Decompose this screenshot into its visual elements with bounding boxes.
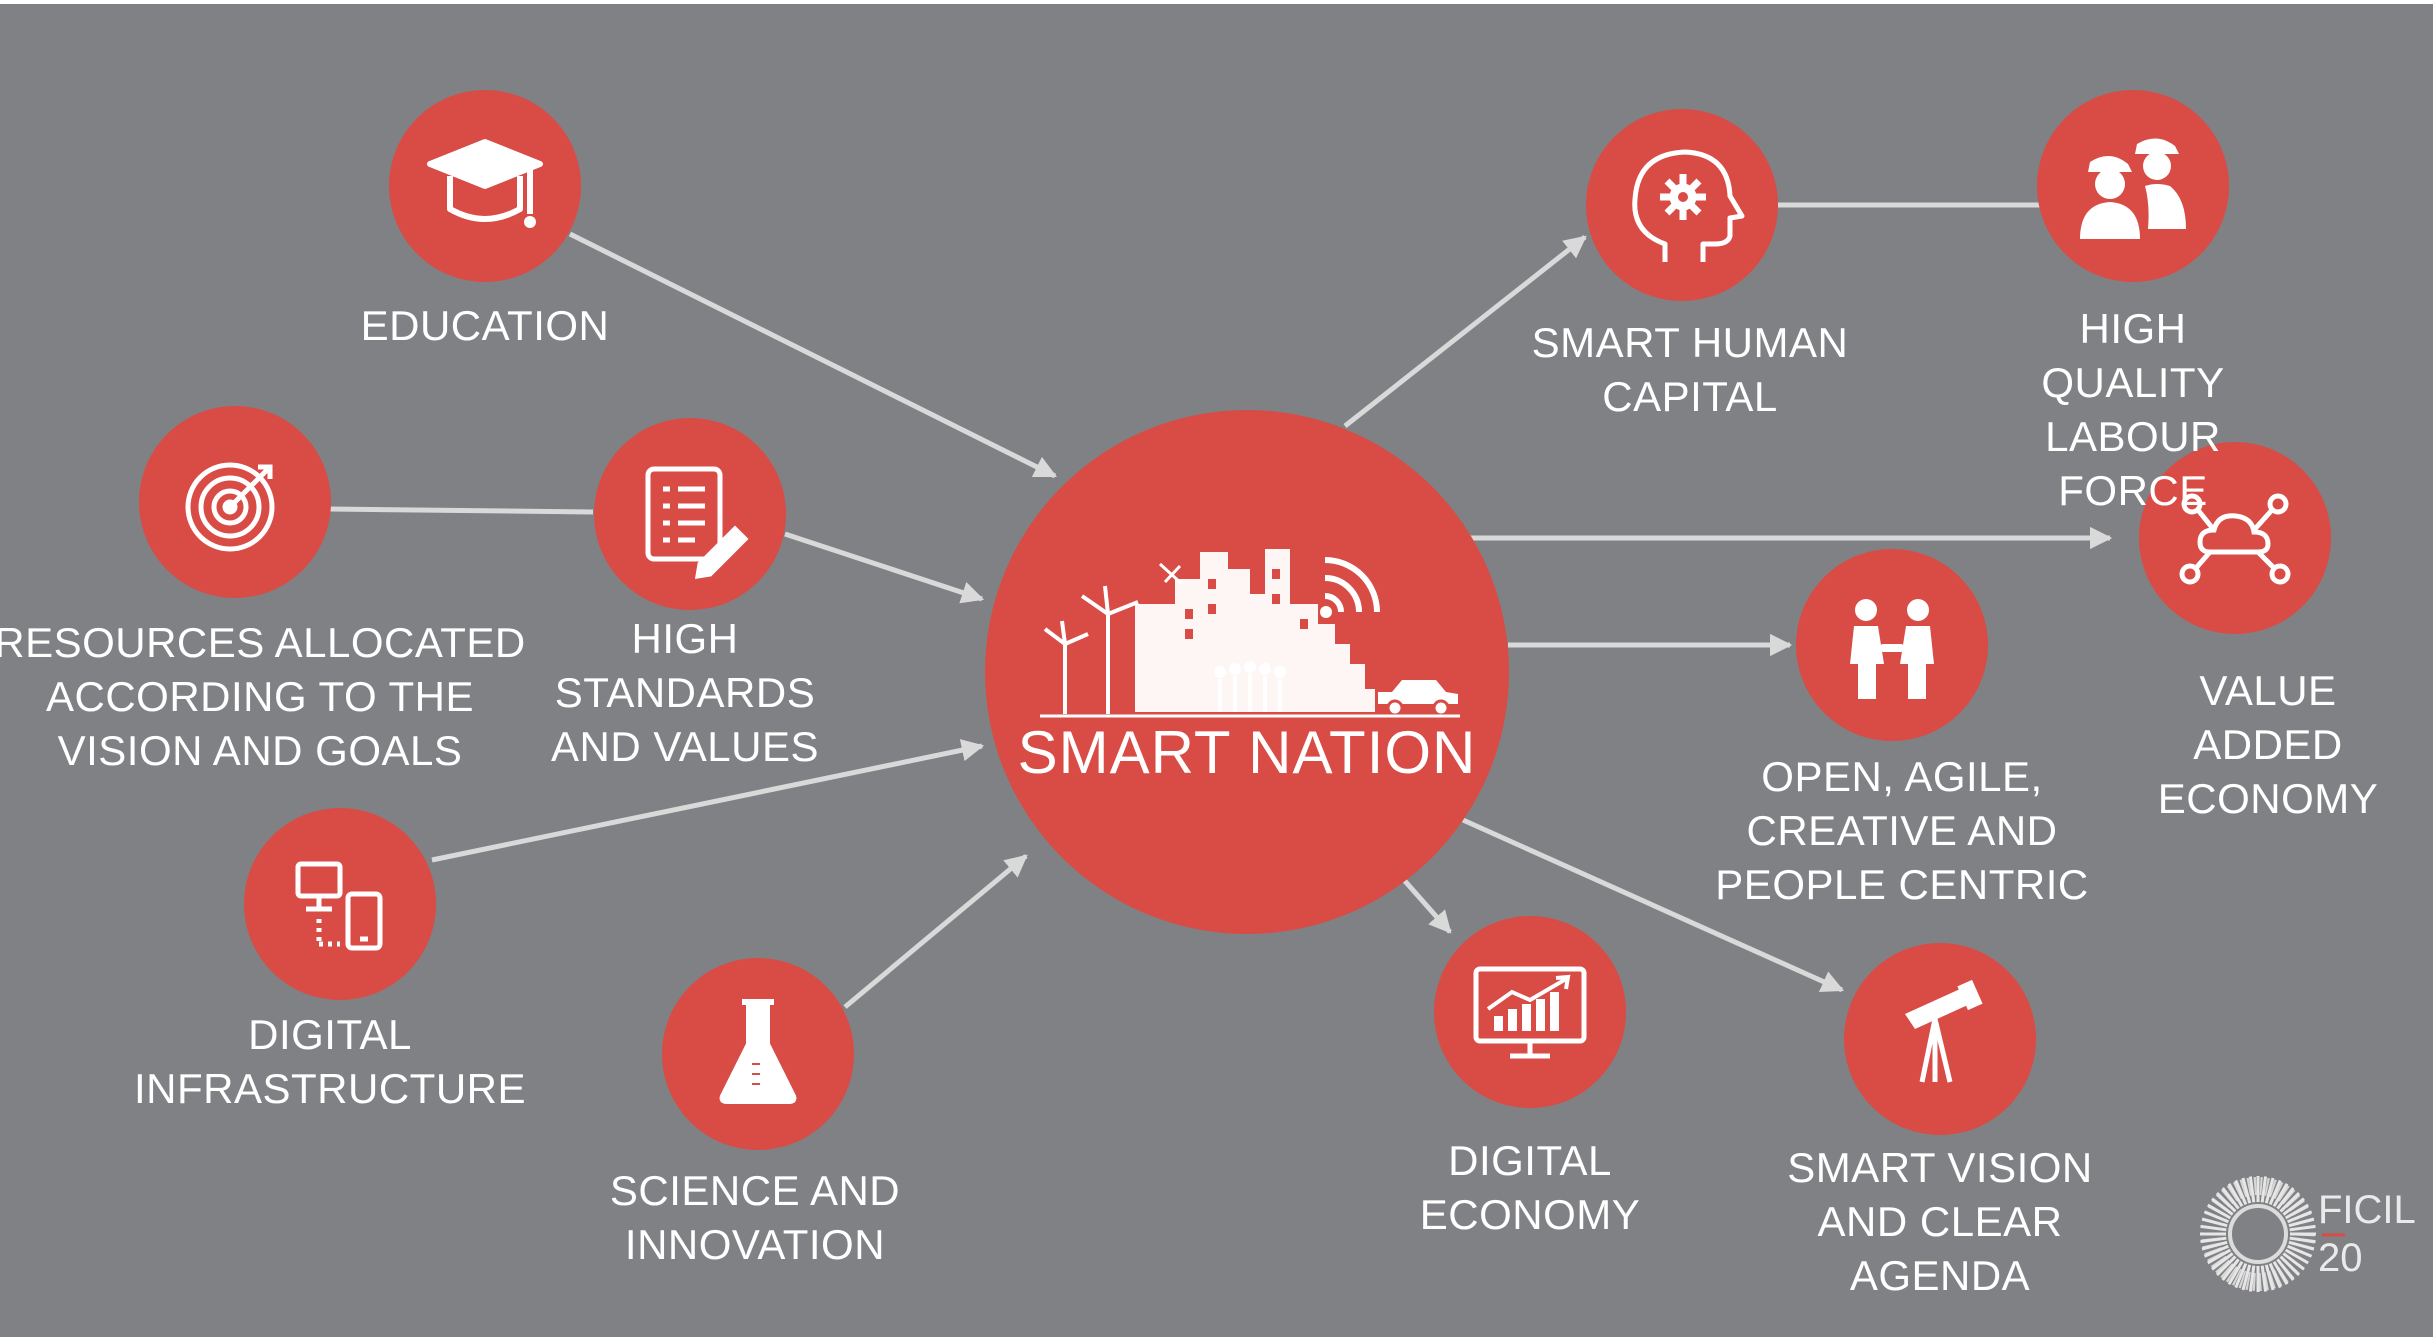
telescope-icon [1905, 979, 1983, 1083]
logo-ray [2241, 1264, 2252, 1291]
logo-ray [2268, 1263, 2282, 1289]
ficil-logo-mark [2200, 1176, 2345, 1292]
node-digital-economy [1434, 916, 1626, 1108]
logo-ray [2272, 1183, 2289, 1208]
label-science: SCIENCE AND INNOVATION [609, 1167, 901, 1268]
center-title: SMART NATION [1017, 719, 1477, 786]
node-open-agile [1796, 549, 1988, 741]
city-skyline-icon [1040, 549, 1460, 718]
node-science [662, 958, 854, 1150]
connector-digital-infrastructure [431, 739, 985, 863]
logo-ray [2260, 1265, 2268, 1292]
connector-science [843, 854, 1028, 1009]
logo-ray [2272, 1260, 2289, 1285]
logo-ray [2248, 1176, 2256, 1203]
logo-ray [2241, 1177, 2252, 1204]
checklist-icon [645, 466, 749, 580]
connector-digital-economy [1402, 878, 1452, 934]
logo-ray [2234, 1179, 2248, 1205]
connector-education [568, 231, 1058, 479]
logo-ray [2284, 1203, 2309, 1220]
logo-ray [2227, 1260, 2244, 1285]
logo-ray [2264, 1177, 2275, 1204]
logo-ray [2234, 1263, 2248, 1289]
node-standards [594, 418, 786, 610]
logo-ray [2215, 1191, 2237, 1213]
node-resources [139, 406, 331, 598]
label-digital-infrastructure: DIGITAL INFRASTRUCTURE [134, 1011, 526, 1112]
logo-ray [2276, 1187, 2295, 1210]
target-icon [185, 462, 275, 552]
label-resources: RESOURCES ALLOCATED ACCORDING TO THE VIS… [0, 619, 526, 774]
label-human-capital: SMART HUMAN CAPITAL [1531, 319, 1849, 420]
logo-ray [2221, 1258, 2240, 1281]
label-digital-economy: DIGITAL ECONOMY [1419, 1137, 1641, 1238]
logo-ray [2207, 1248, 2232, 1265]
logo-text-line2: 20 [2318, 1236, 2363, 1280]
label-open-agile: OPEN, AGILE, CREATIVE AND PEOPLE CENTRIC [1715, 753, 2089, 908]
logo-text-line1: FICIL [2318, 1188, 2416, 1232]
node-education [389, 90, 581, 282]
head-gear-icon [1632, 149, 1745, 262]
node-smart-vision [1844, 943, 2036, 1135]
node-value-added [2139, 442, 2331, 634]
connector-human-capital [1343, 235, 1587, 428]
cloud-network-icon [2179, 493, 2291, 585]
flask-icon [719, 999, 797, 1104]
graduation-cap-icon [427, 139, 543, 228]
workers-icon [2080, 138, 2186, 239]
logo-ray [2227, 1183, 2244, 1208]
handshake-people-icon [1850, 599, 1934, 699]
connector-resources-standards [329, 506, 594, 515]
logo-ray [2248, 1265, 2256, 1292]
devices-network-icon [295, 861, 383, 951]
connector-smart-vision [1461, 817, 1845, 993]
diagram-canvas: EDUCATION RESOURCES ALLOCATED ACCORDING … [0, 4, 2433, 1337]
diagram-svg [139, 90, 2345, 1292]
node-labour-force [2037, 90, 2229, 282]
label-smart-vision: SMART VISION AND CLEAR AGENDA [1787, 1144, 2093, 1299]
logo-ray [2260, 1176, 2268, 1203]
label-education: EDUCATION [360, 302, 610, 349]
logo-ray [2221, 1187, 2240, 1210]
logo-ray [2282, 1197, 2305, 1216]
label-labour-force: HIGH QUALITY LABOUR FORCE [2041, 305, 2225, 514]
logo-ray [2203, 1244, 2229, 1258]
label-standards: HIGH STANDARDS AND VALUES [551, 615, 819, 770]
center-node-smart-nation [985, 410, 1509, 934]
logo-ray [2264, 1264, 2275, 1291]
logo-ray [2279, 1191, 2301, 1213]
logo-ray [2211, 1252, 2234, 1271]
logo-ray [2201, 1240, 2228, 1251]
node-digital-infrastructure [244, 808, 436, 1000]
node-human-capital [1586, 109, 1778, 301]
logo-ray [2215, 1255, 2237, 1277]
monitor-chart-icon [1473, 966, 1587, 1059]
connector-standards [784, 531, 985, 604]
label-value-added: VALUE ADDED ECONOMY [2157, 667, 2379, 822]
logo-ray [2268, 1179, 2282, 1205]
